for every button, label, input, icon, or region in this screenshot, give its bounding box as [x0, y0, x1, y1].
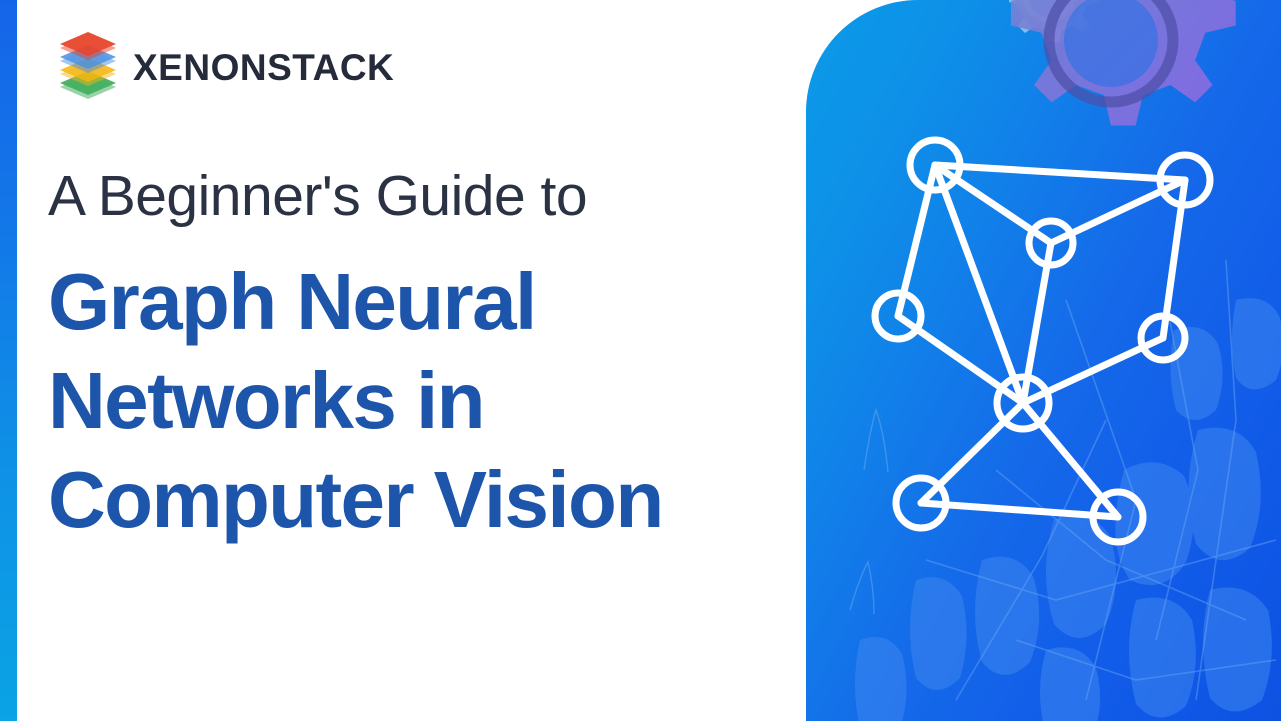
hero-title-line-3: Computer Vision — [48, 455, 664, 544]
graph-node — [906, 136, 964, 194]
left-accent-bar — [0, 0, 17, 721]
graph-edge — [917, 399, 1027, 507]
graph-network-illustration — [806, 0, 1281, 721]
graph-edge — [931, 161, 1027, 407]
graph-node — [871, 289, 925, 343]
graph-node — [1137, 312, 1189, 364]
brand-wordmark: XENONSTACK — [133, 46, 395, 88]
node-graph — [806, 0, 1281, 721]
graph-node — [1089, 488, 1147, 546]
graph-node — [1025, 217, 1077, 269]
graph-node — [993, 373, 1053, 433]
brand-logo[interactable]: XENONSTACK — [57, 31, 394, 103]
stacked-layers-icon — [57, 31, 119, 103]
graph-nodes — [871, 136, 1214, 546]
hero-title-line-1: Graph Neural — [48, 257, 537, 346]
graph-edge — [917, 499, 1122, 521]
graph-node — [892, 474, 950, 532]
hero-kicker: A Beginner's Guide to — [48, 164, 588, 228]
graph-node — [1156, 151, 1214, 209]
gears-group — [806, 0, 1281, 721]
gear-icon-large-ring — [1043, 0, 1179, 108]
graph-edge — [931, 161, 1189, 184]
hero-title: Graph Neural Networks in Computer Vision — [48, 252, 664, 549]
accent-bar-gap — [17, 0, 38, 721]
hero-title-line-2: Networks in — [48, 356, 485, 445]
voronoi-cell-pattern — [806, 0, 1281, 721]
